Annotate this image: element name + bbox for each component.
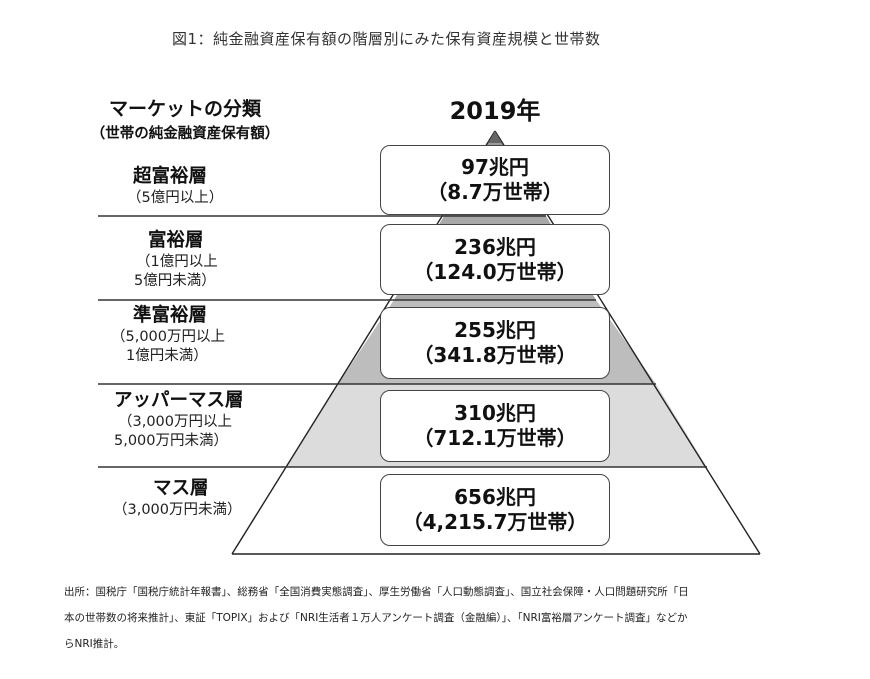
source-line-2: 本の世帯数の将来推計」、東証「TOPIX」および「NRI生活者１万人アンケート調… (64, 612, 688, 624)
assets-value: 255兆円 (454, 318, 536, 342)
tier-range: （5億円以上） (127, 190, 224, 206)
tier-label-upper-mass: アッパーマス層 （3,000万円以上 5,000万円未満） (114, 389, 244, 451)
assets-value: 236兆円 (454, 234, 536, 259)
source-line-1: 出所：国税庁「国税庁統計年報書」、総務省「全国消費実態調査」、厚生労働省「人口動… (64, 586, 689, 598)
tier-range: （3,000万円以上 (118, 414, 233, 430)
tier-range: 5億円未満） (134, 273, 216, 289)
market-classification-subheader: （世帯の純金融資産保有額） (90, 126, 280, 142)
tier-name: 富裕層 (148, 230, 204, 251)
assets-value: 656兆円 (454, 485, 536, 509)
value-box-upper-mass: 310兆円 （712.1万世帯） (380, 390, 610, 462)
tier-range: 5,000万円未満） (114, 433, 229, 449)
tier-range: （5,000万円以上 (111, 329, 226, 345)
tier-name: 超富裕層 (133, 166, 208, 187)
value-box-semi-wealthy: 255兆円 （341.8万世帯） (380, 307, 610, 379)
tier-label-mass: マス層 （3,000万円未満） (113, 477, 242, 520)
assets-value: 310兆円 (454, 401, 536, 425)
tier-range: （3,000万円未満） (113, 502, 242, 518)
tier-label-wealthy: 富裕層 （1億円以上 5億円未満） (134, 229, 218, 291)
source-note: 出所：国税庁「国税庁統計年報書」、総務省「全国消費実態調査」、厚生労働省「人口動… (64, 579, 864, 657)
figure-title: 図1：純金融資産保有額の階層別にみた保有資産規模と世帯数 (172, 30, 601, 48)
tier-range: 1億円未満） (126, 348, 208, 364)
households-value: （341.8万世帯） (413, 343, 577, 367)
households-value: （712.1万世帯） (413, 426, 577, 450)
tier-label-ultra-wealthy: 超富裕層 （5億円以上） (127, 165, 223, 208)
tier-range: （1億円以上 (136, 254, 218, 270)
households-value: （8.7万世帯） (427, 180, 563, 204)
households-value: （4,215.7万世帯） (402, 510, 588, 534)
tier-name: 準富裕層 (133, 305, 208, 326)
tier-name: マス層 (153, 478, 209, 499)
market-classification-header: マーケットの分類 (108, 98, 261, 120)
source-line-3: らNRI推計。 (64, 638, 125, 650)
tier-name: アッパーマス層 (114, 390, 244, 411)
value-box-mass: 656兆円 （4,215.7万世帯） (380, 474, 610, 546)
pyramid-apex (488, 131, 502, 143)
households-value: （124.0万世帯） (413, 259, 577, 284)
value-box-ultra-wealthy: 97兆円 （8.7万世帯） (380, 145, 610, 215)
tier-label-semi-wealthy: 準富裕層 （5,000万円以上 1億円未満） (111, 304, 225, 366)
value-box-wealthy: 236兆円 （124.0万世帯） (380, 224, 610, 295)
year-label: 2019年 (449, 97, 541, 125)
assets-value: 97兆円 (461, 155, 529, 179)
